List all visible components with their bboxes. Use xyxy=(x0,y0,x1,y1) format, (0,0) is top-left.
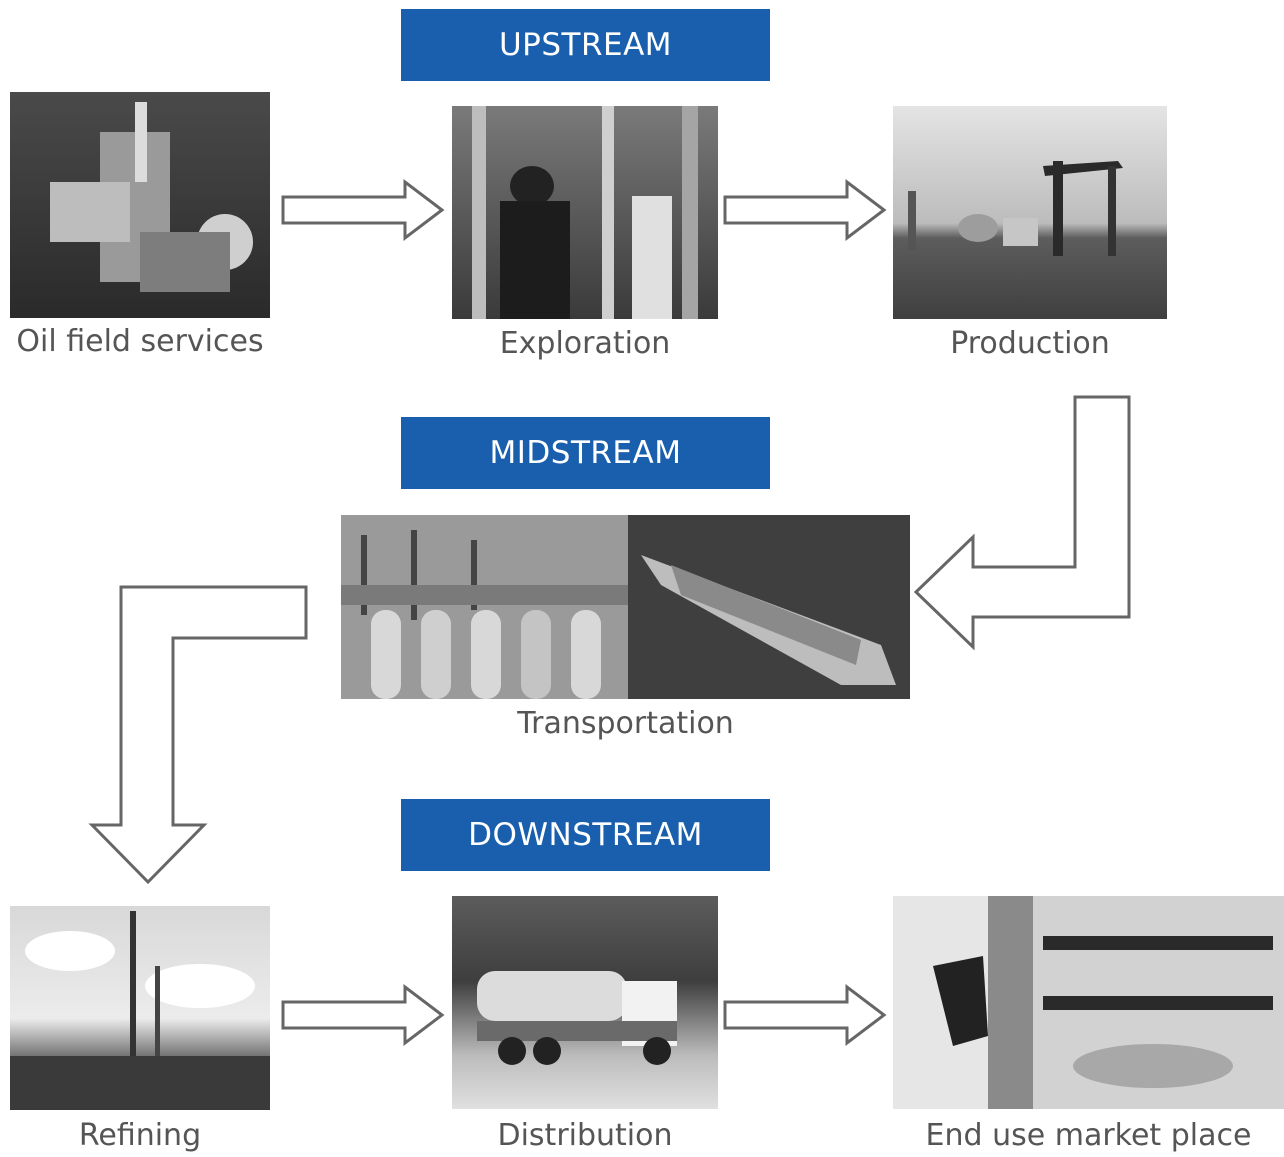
arrow-right-3 xyxy=(281,983,445,1047)
caption-distribution: Distribution xyxy=(497,1118,673,1153)
caption-refining: Refining xyxy=(78,1118,202,1153)
arrow-right-2 xyxy=(723,178,887,242)
arrow-transportation-to-refining xyxy=(88,585,308,885)
production-photo xyxy=(893,106,1167,319)
caption-end-use: End use market place xyxy=(925,1118,1252,1153)
caption-oil-field-services: Oil field services xyxy=(16,324,264,359)
upstream-banner: UPSTREAM xyxy=(401,9,770,81)
caption-transportation: Transportation xyxy=(517,706,734,741)
exploration-photo xyxy=(452,106,718,319)
transportation-photo xyxy=(341,515,910,699)
caption-exploration: Exploration xyxy=(499,326,671,361)
distribution-photo xyxy=(452,896,718,1109)
oil-field-services-photo xyxy=(10,92,270,318)
midstream-banner: MIDSTREAM xyxy=(401,417,770,489)
end-use-photo xyxy=(893,896,1284,1109)
arrow-right-1 xyxy=(281,178,445,242)
downstream-banner: DOWNSTREAM xyxy=(401,799,770,871)
caption-production: Production xyxy=(950,326,1110,361)
arrow-right-4 xyxy=(723,983,887,1047)
refining-photo xyxy=(10,906,270,1110)
arrow-production-to-transportation xyxy=(913,395,1131,651)
